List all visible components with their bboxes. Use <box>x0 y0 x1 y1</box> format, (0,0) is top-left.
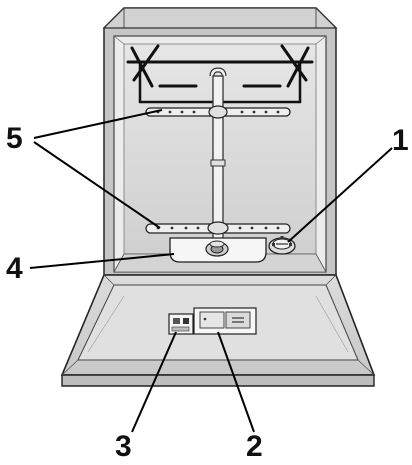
callout-5: 5 <box>6 122 23 155</box>
lower-spray-arm <box>145 221 291 235</box>
callout-4: 4 <box>6 252 23 285</box>
leader-line-2 <box>217 331 255 433</box>
leader-line-4 <box>29 253 175 269</box>
open-door <box>60 274 376 387</box>
leader-line-3 <box>131 331 177 433</box>
rinse-aid-dispenser <box>168 313 194 335</box>
leader-line-5b <box>33 141 161 229</box>
callout-2: 2 <box>246 430 263 463</box>
upper-basket-rail <box>126 44 314 104</box>
leader-line-5a <box>33 109 163 139</box>
callout-1: 1 <box>392 124 409 157</box>
detergent-dispenser <box>193 307 257 335</box>
leader-lines <box>29 109 393 433</box>
upper-spray-arm <box>145 105 291 119</box>
callout-3: 3 <box>115 430 132 463</box>
salt-container-cap <box>268 236 296 255</box>
filter-assembly <box>169 237 267 263</box>
leader-line-1 <box>287 147 393 243</box>
